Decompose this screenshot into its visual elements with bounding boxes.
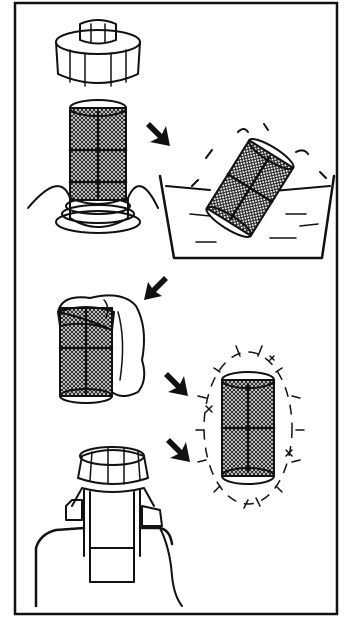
- filter-soaking-icon: [203, 134, 297, 241]
- step-5-reinstall: [36, 447, 182, 606]
- step-3-wipe: [58, 295, 144, 403]
- step-1-remove-cap: [28, 20, 158, 233]
- filter-with-cloth-icon: [58, 295, 144, 403]
- filter-in-neck-icon: [28, 100, 158, 233]
- step-4-clean: [196, 346, 304, 508]
- arrow-to-wipe: [144, 276, 168, 300]
- arrow-to-clean: [164, 372, 188, 396]
- step-2-soak: [160, 124, 334, 258]
- machine-body-icon: [36, 500, 182, 606]
- filter-cap-icon: [56, 20, 140, 86]
- arrow-to-install: [166, 438, 190, 462]
- filter-clean-icon: [222, 372, 274, 484]
- arrow-to-soak: [146, 122, 170, 146]
